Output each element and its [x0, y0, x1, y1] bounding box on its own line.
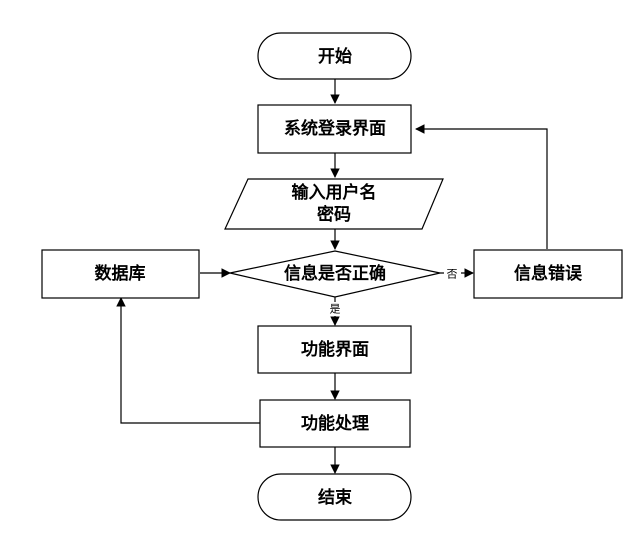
end-label: 结束 [318, 487, 352, 508]
login-ui-box [257, 104, 412, 154]
error-box [473, 249, 623, 299]
start-label: 开始 [318, 46, 352, 67]
function-ui-label: 功能界面 [301, 339, 369, 360]
error-label: 信息错误 [514, 263, 583, 284]
function-processing-label: 功能处理 [301, 413, 369, 434]
edge-function-proc-to-database [116, 297, 260, 424]
edge-error-to-login [415, 124, 548, 249]
login-ui-label: 系统登录界面 [284, 118, 386, 139]
database-label: 数据库 [95, 263, 146, 284]
start-terminator [257, 32, 412, 80]
connectors [116, 79, 548, 474]
edge-label-yes: 是 [330, 303, 341, 316]
yes-label-bg [326, 302, 343, 316]
decision-diamond [229, 250, 441, 298]
input-credentials-label-line1: 输入用户名 [292, 182, 377, 203]
no-label-bg [444, 266, 461, 281]
input-credentials-label-line2: 密码 [317, 204, 351, 225]
function-ui-box [257, 325, 412, 374]
database-box [41, 249, 200, 299]
input-credentials-box [224, 178, 444, 230]
function-processing-box [259, 399, 411, 448]
edge-label-no: 否 [447, 268, 458, 281]
end-terminator [257, 473, 412, 521]
decision-label: 信息是否正确 [284, 263, 386, 284]
